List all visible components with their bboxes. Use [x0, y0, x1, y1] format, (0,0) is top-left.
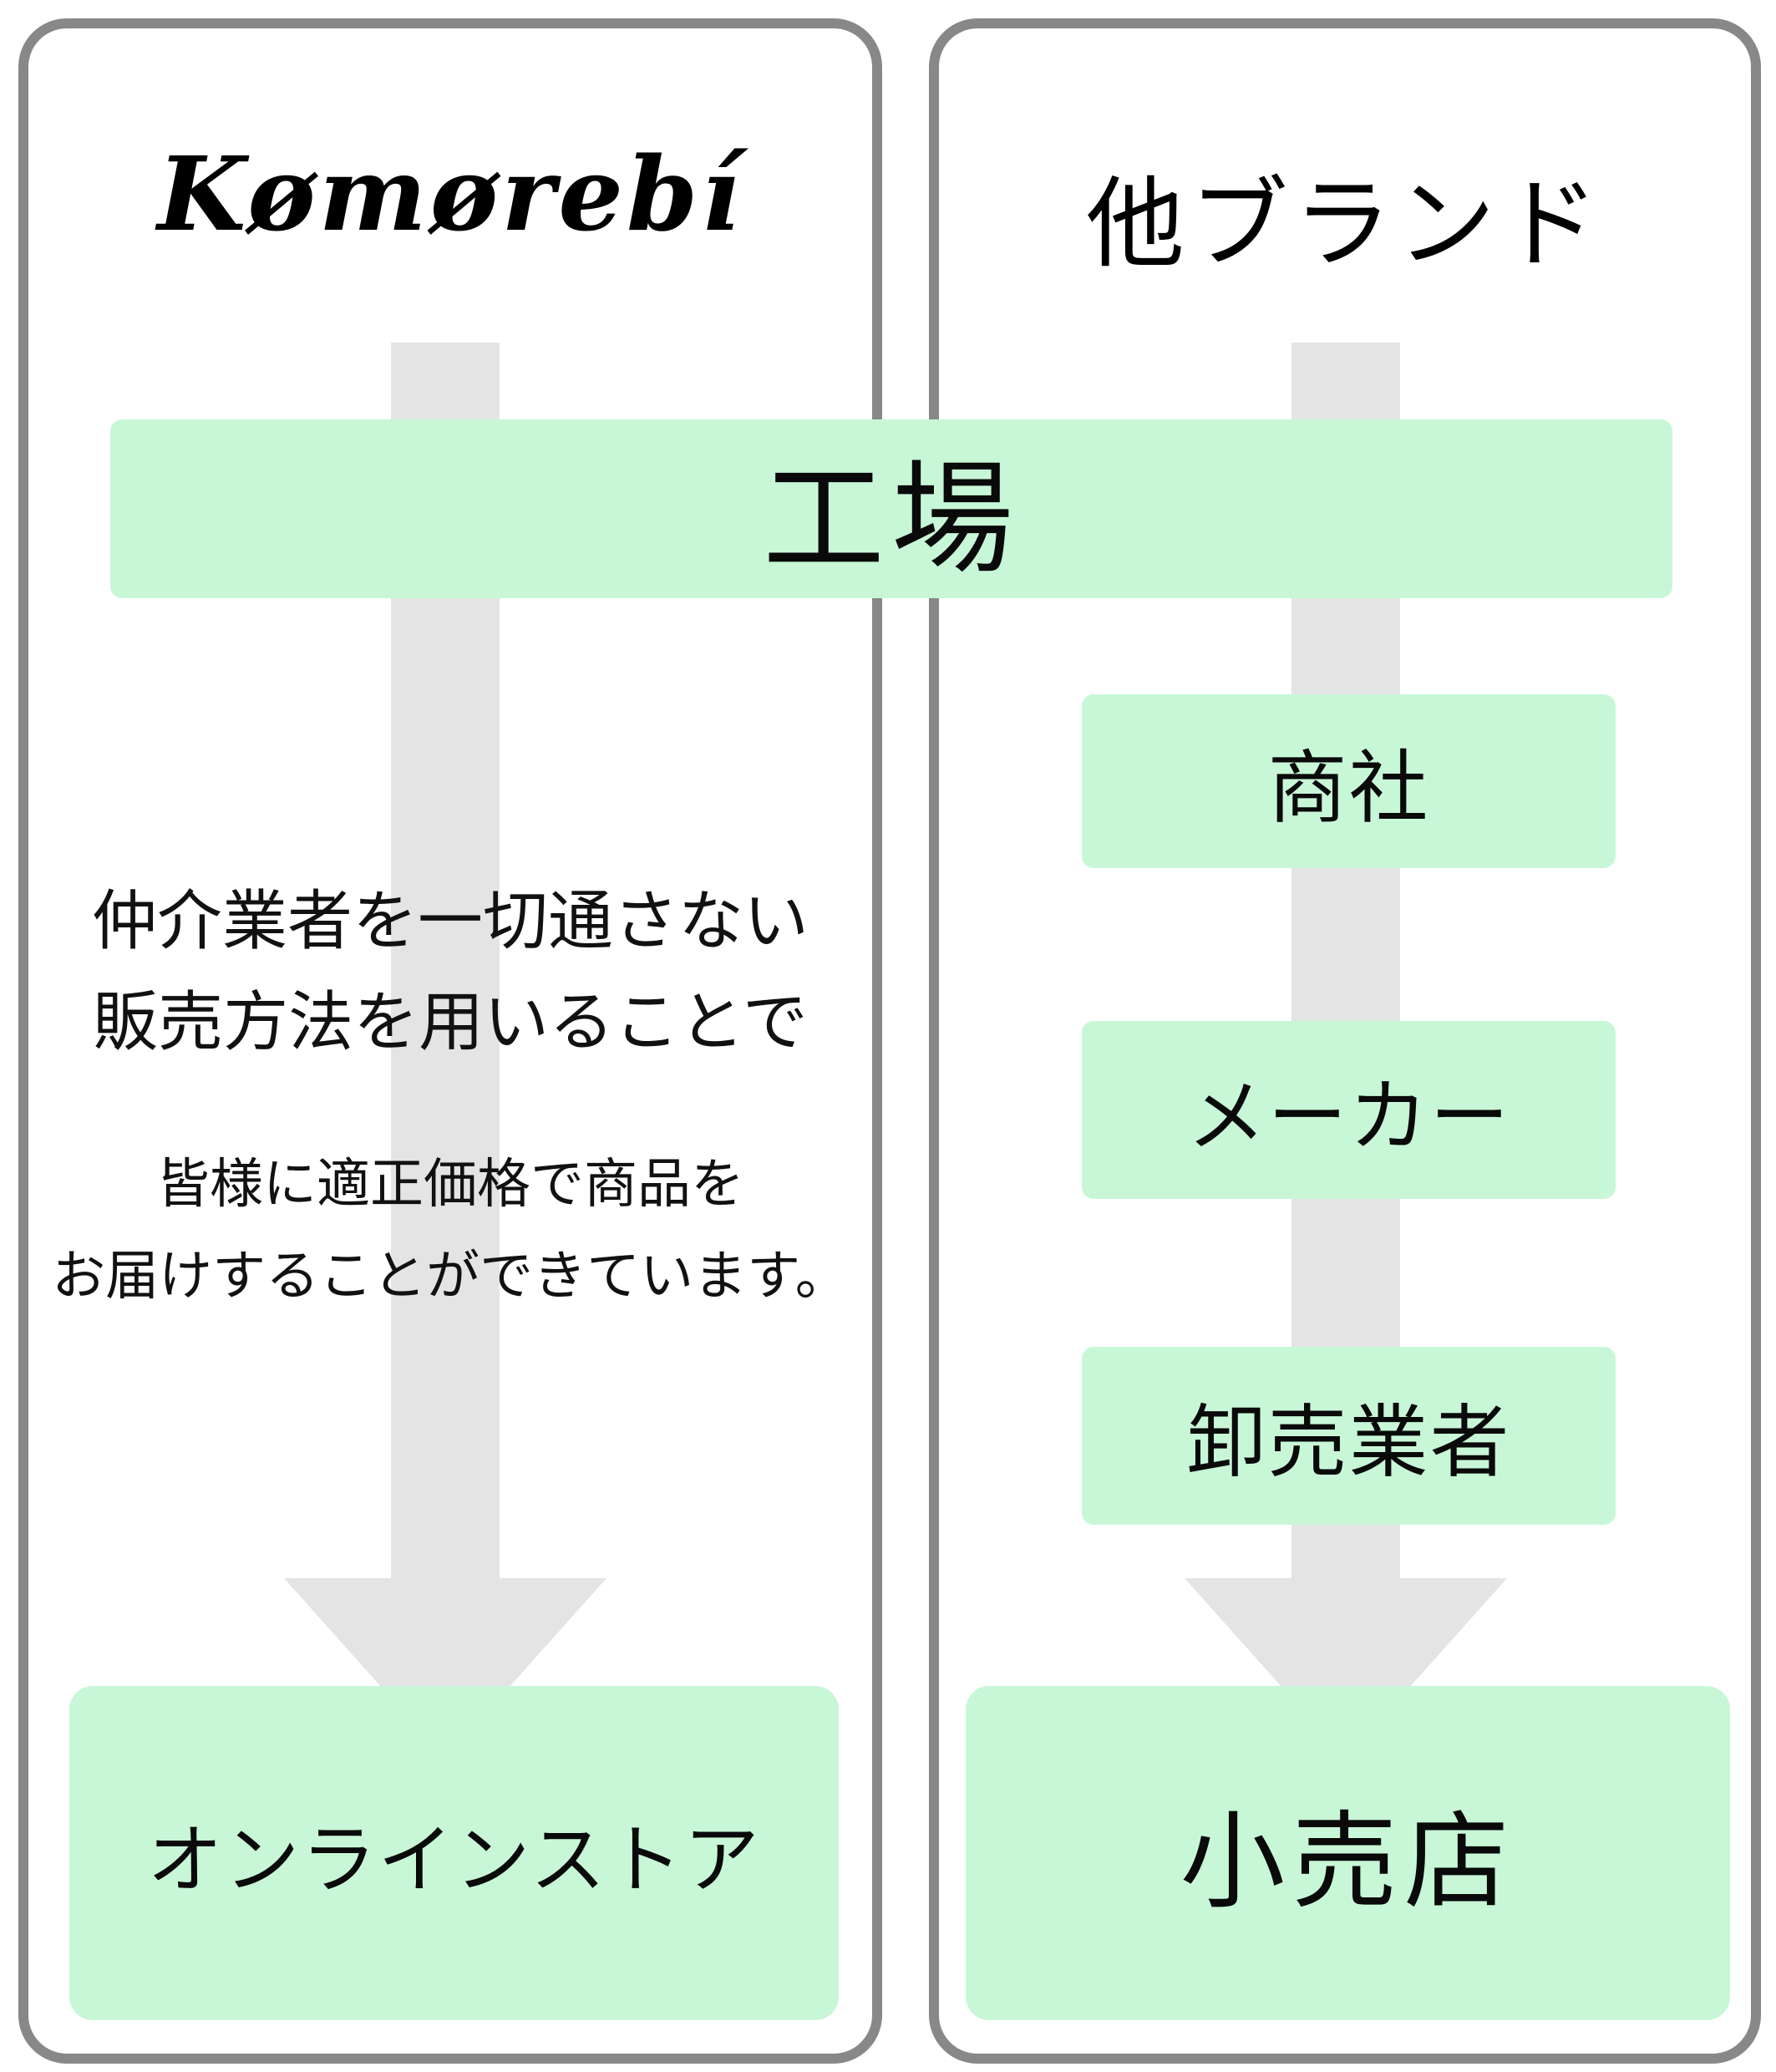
direct-sales-note-line2: 販売方法を用いることで [93, 984, 808, 1059]
direct-sales-note-line1: 仲介業者を一切通さない [91, 884, 809, 957]
fair-price-note-line1: 皆様に適正価格で商品を [156, 1154, 744, 1214]
online-store-box: オンラインストア [69, 1686, 839, 2020]
komorebi-logo: Kømørebí [157, 134, 743, 254]
fair-price-note-line2: お届けすることができています。 [52, 1246, 849, 1307]
step-box-manufacturer: メーカー [1082, 1021, 1616, 1199]
fair-price-note: 皆様に適正価格で商品を お届けすることができています。 [18, 1138, 882, 1322]
step-box-trading-company: 商社 [1082, 694, 1616, 868]
step-box-wholesaler: 卸売業者 [1082, 1347, 1616, 1525]
factory-banner: 工場 [110, 419, 1672, 598]
other-brands-title: 他ブランド [1085, 170, 1604, 280]
direct-sales-note: 仲介業者を一切通さない 販売方法を用いることで [18, 871, 882, 1073]
retail-store-box: 小売店 [966, 1686, 1730, 2020]
